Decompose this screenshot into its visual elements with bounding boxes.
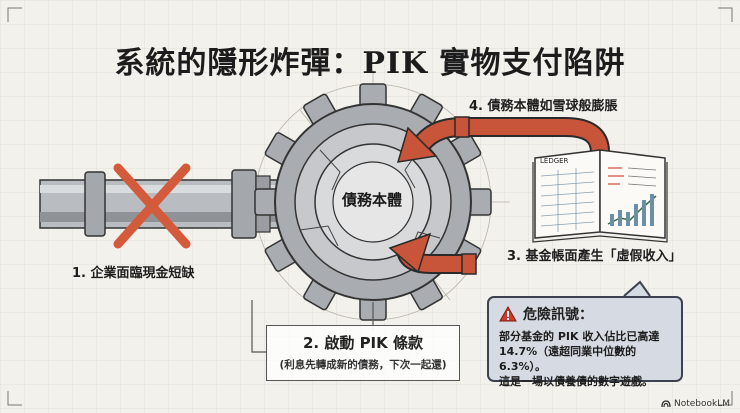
callout-pointer	[623, 280, 651, 297]
step1-label: 1. 企業面臨現金短缺	[72, 266, 195, 281]
step2-label: 2. 啟動 PIK 條款	[302, 334, 423, 352]
step2-box: 2. 啟動 PIK 條款 (利息先轉成新的債務，下次一起還)	[266, 325, 460, 381]
pipe	[39, 169, 291, 239]
warning-title: 危險訊號：	[523, 307, 593, 323]
warning-line: 部分基金的 PIK 收入佔比已高達	[499, 330, 660, 343]
ledger-book	[532, 149, 668, 243]
footer-brand-label: NotebookLM	[673, 399, 730, 409]
notebooklm-logo-icon	[661, 400, 671, 408]
cross-mark	[113, 163, 191, 249]
warning-line: 14.7%（遠超同業中位數的 6.3%）。	[499, 345, 637, 373]
ledger-header: LEDGER	[540, 157, 569, 165]
gear-label: 債務本體	[341, 191, 402, 209]
step3-label: 3. 基金帳面產生「虛假收入」	[507, 249, 682, 264]
warning-triangle-icon	[499, 306, 517, 322]
step2-sublabel: (利息先轉成新的債務，下次一起還)	[279, 359, 447, 371]
footer-brand: NotebookLM	[661, 399, 730, 409]
connector-lines	[251, 300, 374, 353]
page-title: 系統的隱形炸彈：PIK 實物支付陷阱	[114, 46, 626, 81]
frame-corners	[7, 7, 733, 406]
warning-callout: 危險訊號： 部分基金的 PIK 收入佔比已高達 14.7%（遠超同業中位數的 6…	[487, 296, 683, 388]
step4-label: 4. 債務本體如雪球般膨脹	[469, 99, 618, 114]
warning-line: 這是一場以債養債的數字遊戲。	[499, 375, 653, 388]
